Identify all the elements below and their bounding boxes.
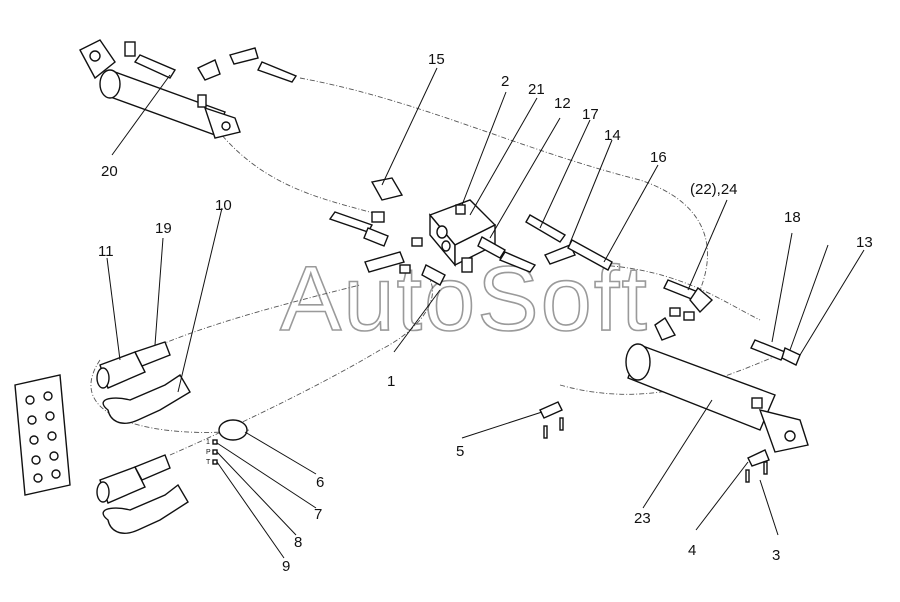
upper-fittings	[133, 47, 298, 83]
callout-7: 7	[314, 506, 322, 523]
callout-16: 16	[650, 149, 667, 166]
dust-caps	[102, 374, 191, 534]
callout-14: 14	[604, 127, 621, 144]
callout-15: 15	[428, 51, 445, 68]
callout-2: 2	[501, 73, 509, 90]
callout-8: 8	[294, 534, 302, 551]
callout-22-24: (22),24	[690, 181, 738, 198]
leader-lines	[106, 67, 865, 559]
callout-13: 13	[856, 234, 873, 251]
callout-1: 1	[387, 373, 395, 390]
callout-5: 5	[456, 443, 464, 460]
valve-block	[428, 199, 497, 273]
o-ring-and-labels	[212, 419, 248, 465]
callout-4: 4	[688, 542, 696, 559]
hydraulic-cylinder-upper	[79, 39, 241, 139]
callout-18: 18	[784, 209, 801, 226]
callout-11: 11	[98, 243, 114, 260]
callout-17: 17	[582, 106, 599, 123]
callout-6: 6	[316, 474, 324, 491]
coupling-panel	[14, 374, 71, 496]
callout-10: 10	[215, 197, 232, 214]
callout-3: 3	[772, 547, 780, 564]
hydraulic-cylinder-lower	[625, 316, 809, 453]
port-label-1: 1	[206, 439, 210, 446]
central-fittings	[328, 177, 613, 286]
pins	[539, 401, 770, 483]
port-label-t: T	[206, 459, 211, 466]
callout-12: 12	[554, 95, 571, 112]
right-fittings	[663, 279, 801, 366]
callout-9: 9	[282, 558, 290, 575]
port-label-p: P	[206, 449, 211, 456]
callout-19: 19	[155, 220, 172, 237]
callout-20: 20	[101, 163, 118, 180]
callout-23: 23	[634, 510, 651, 527]
quick-couplings	[96, 341, 171, 504]
callout-21: 21	[528, 81, 545, 98]
